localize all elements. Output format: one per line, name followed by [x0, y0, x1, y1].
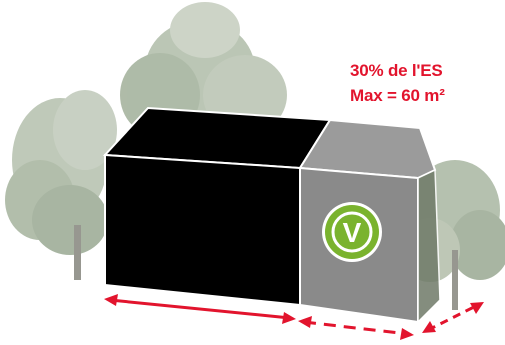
- double-arrow-icon: [104, 294, 296, 324]
- main-building: [102, 106, 332, 307]
- annotation-max-area: Max = 60 m²: [350, 86, 445, 105]
- area-rule-annotation: 30% de l'ES Max = 60 m²: [350, 58, 500, 108]
- badge-letter: V: [343, 217, 362, 248]
- extension-building: [298, 118, 441, 324]
- double-arrow-icon: [298, 316, 414, 340]
- approval-badge: V: [322, 202, 382, 262]
- annotation-percentage: 30% de l'ES: [350, 61, 443, 80]
- tree-icon: [5, 90, 117, 280]
- double-arrow-icon: [422, 302, 484, 333]
